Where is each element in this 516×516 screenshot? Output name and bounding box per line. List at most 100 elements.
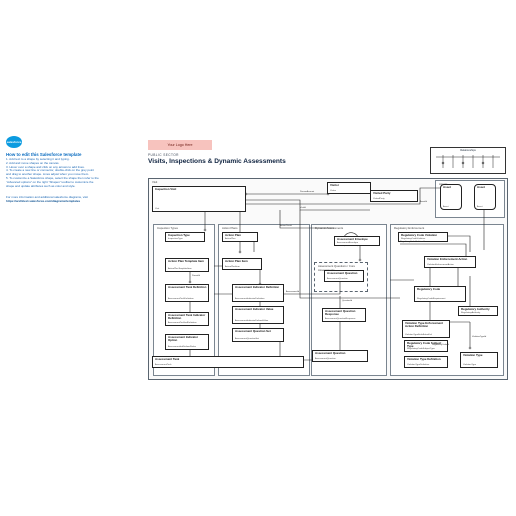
entity-visited-party[interactable]: Visited Party VisitedParty (370, 190, 418, 202)
entity-api-name: ActionPlanTemplateItem (168, 268, 192, 270)
howto-step: 1. Add text to a shape by selecting it a… (6, 157, 70, 161)
entity-name: Violation Enforcement Action (427, 257, 468, 261)
entity-assessment-ind-option[interactable]: Assessment Indicator Option AssessmentIn… (165, 334, 209, 350)
howto-step: “Advanced options” on the right “Shapes”… (6, 179, 94, 184)
logo-placeholder[interactable]: Your Logo Here (148, 140, 212, 150)
entity-api-name: AssessmentTaskDefinition (168, 298, 194, 300)
entity-violation-enforcement[interactable]: Violation Enforcement Action ViolationEn… (424, 256, 476, 268)
entity-name: Assessment Task (155, 357, 180, 361)
entity-api-name: InspectionType (168, 238, 183, 240)
entity-api-name: RegulatoryCodeSubjectType (407, 348, 435, 350)
entity-api-name: ViolationTypeEnfcActionDef (405, 334, 432, 336)
entity-api-name: AssessmentIndicatorDefinition (235, 298, 265, 300)
entity-asset-b[interactable]: Asset Asset (474, 184, 496, 210)
entity-regulatory-auth[interactable]: Regulatory Authority RegulatoryAuthority (458, 306, 498, 316)
entity-api-name: AssessmentQuestionSet (235, 338, 259, 340)
regulatory-frame-label: Regulatory Enforcement (394, 226, 425, 230)
entity-action-plan[interactable]: Action Plan ActionPlan (222, 232, 258, 242)
entity-name: Regulatory Code Subject Type (407, 341, 442, 349)
entity-api-name: AssessmentTaskIndDefinition (168, 322, 197, 324)
entity-name: Assessment Question Set (235, 329, 271, 333)
howto-step: and drag to another shape. Lines adjust … (6, 172, 90, 177)
entity-assessment-question[interactable]: Assessment Question AssessmentQuestion (324, 270, 364, 282)
entity-name: Action Plan (225, 233, 241, 237)
entity-visitor[interactable]: Visitor Visitor (327, 182, 371, 194)
entity-name: Assessment Task Indicator Definition (168, 313, 206, 321)
entity-name: Violation Type Enforcement Action Defini… (405, 321, 443, 329)
entity-inspection-type[interactable]: Inspection Type InspectionType (165, 232, 205, 242)
legend-glyphs (436, 155, 500, 168)
entity-assessment-task-rec[interactable]: Assessment Task AssessmentTask (152, 356, 304, 368)
entity-name: Action Plan Item (225, 259, 248, 263)
entity-name: Assessment Question Response (325, 309, 356, 317)
section-label: PUBLIC SECTOR (148, 153, 179, 157)
howto-more-info: For more information and additional sale… (6, 195, 124, 204)
entity-name: Assessment Indicator Value (235, 307, 274, 311)
entity-violation-type-def[interactable]: Violation Type Definition ViolationTypeD… (404, 356, 448, 368)
page-title: Visits, Inspections & Dynamic Assessment… (148, 158, 286, 165)
entity-regulatory-code[interactable]: Regulatory Code RegulatoryCodeRequiremen… (414, 286, 466, 302)
entity-name: Asset (477, 185, 485, 189)
entity-assessment-task-ind[interactable]: Assessment Task Indicator Definition Ass… (165, 312, 209, 326)
entity-assessment-question-response[interactable]: Assessment Question Response AssessmentQ… (322, 308, 366, 322)
entity-api-name: RegulatoryCodeRequirement (417, 298, 446, 300)
relation-label: ParentId (192, 275, 200, 277)
entity-api-name: Asset (477, 206, 483, 208)
entity-assessment-indicator[interactable]: Assessment Indicator Definition Assessme… (232, 284, 284, 302)
entity-assessment-task-def[interactable]: Assessment Task Definition AssessmentTas… (165, 284, 209, 302)
entity-api-name: Visitor (330, 190, 337, 192)
more-info-text: For more information and additional sale… (6, 195, 88, 199)
entity-assessment-envelope-b[interactable]: Assessment Question AssessmentQuestion (312, 350, 368, 362)
entity-api-name: AssessmentTask (155, 364, 172, 366)
entity-api-name: AssessmentIndicatorDefinedValue (235, 320, 269, 322)
relation-label: PersonAccount (300, 191, 315, 193)
entity-api-name: ViolationEnforcementAction (427, 264, 454, 266)
entity-violation-type-enforcement[interactable]: Violation Type Enforcement Action Defini… (402, 320, 450, 338)
howto-step: 3. Hover over a shape and click on any a… (6, 164, 85, 169)
relation-label: RegulatoryCodeViolationId (400, 241, 425, 243)
entity-api-name: ActionPlanItem (225, 266, 240, 268)
salesforce-logo: salesforce (6, 136, 22, 148)
relation-label: QuestionId (342, 300, 353, 302)
entity-api-name: AssessmentIndDefinedValue (168, 346, 196, 348)
entity-name: Visited Party (373, 191, 391, 195)
entity-violation-type[interactable]: Violation Type ViolationType (460, 352, 498, 368)
howto-step: 5. To customize a Salesforce shape, sele… (6, 175, 99, 180)
relationship-legend: Relationships (430, 147, 506, 174)
entity-name: Regulatory Authority (461, 307, 490, 311)
relation-label: AssetId (420, 201, 427, 203)
entity-assessment-envelope[interactable]: Assessment Envelope AssessmentEnvelope (334, 236, 380, 246)
entity-name: Regulatory Code (417, 287, 441, 291)
entity-action-plan-item[interactable]: Action Plan Item ActionPlanItem (222, 258, 262, 270)
entity-name: Inspection Visit (155, 187, 177, 191)
entity-assessment-question-set[interactable]: Assessment Question Set AssessmentQuesti… (232, 328, 284, 342)
entity-regulatory-code-sub[interactable]: Regulatory Code Subject Type RegulatoryC… (404, 340, 448, 352)
entity-api-name: VisitedParty (373, 198, 385, 200)
relation-label: VisitId (300, 207, 306, 209)
entity-name: Action Plan Template Item (168, 259, 204, 263)
relation-label: ViolationTypeId (472, 336, 487, 338)
entity-api-name: ViolationTypeDefinition (407, 364, 430, 366)
entity-api-name: AssessmentEnvelope (337, 242, 359, 244)
entity-api-name: RegulatoryAuthority (461, 312, 481, 314)
entity-name: Assessment Question (315, 351, 346, 355)
entity-api-name: AssessmentQuestion (327, 278, 348, 280)
entity-name: Assessment Indicator Option (168, 335, 199, 343)
entity-asset-a[interactable]: Asset Asset (440, 184, 462, 210)
entity-name: Visitor (330, 183, 339, 187)
entity-inspection-visit[interactable]: Inspection Visit Visit (152, 186, 246, 212)
entity-name: Assessment Task Definition (168, 285, 207, 289)
visit-frame-label: Visit (152, 180, 158, 184)
entity-name: Assessment Indicator Definition (235, 285, 280, 289)
howto-title: How to edit this Salesforce template (6, 152, 82, 157)
entity-regulatory-code-violation[interactable]: Regulatory Code Violation RegulatoryCode… (398, 232, 448, 242)
entity-assessment-indicator-value[interactable]: Assessment Indicator Value AssessmentInd… (232, 306, 284, 324)
entity-api-name: AssessmentQuestion (315, 358, 336, 360)
entity-api-name: RegulatoryCodeViolation (401, 238, 426, 240)
howto-step: 4. To create a new line or connector, do… (6, 168, 94, 173)
relation-label: AssessmentId (286, 291, 300, 293)
entity-action-plan-template[interactable]: Action Plan Template Item ActionPlanTemp… (165, 258, 209, 272)
entity-api-name: ViolationType (463, 364, 477, 366)
more-info-link[interactable]: https://architect.salesforce.com/diagram… (6, 198, 81, 203)
